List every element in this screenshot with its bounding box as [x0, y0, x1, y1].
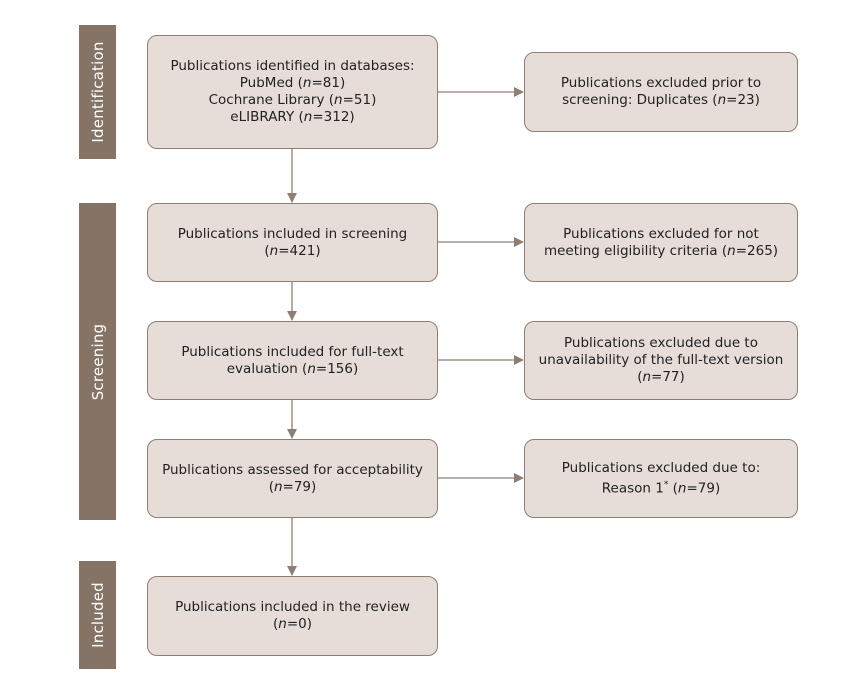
box-acceptability: Publications assessed for acceptability …: [147, 439, 438, 518]
unavailable-line2: unavailability of the full-text version: [538, 352, 784, 368]
stage-band-screening: Screening: [79, 203, 116, 520]
box-reason: Publications excluded due to: Reason 1* …: [524, 439, 798, 518]
identified-elibrary: eLIBRARY (n=312): [230, 109, 355, 125]
unavailable-line1: Publications excluded due to: [564, 335, 758, 351]
fulltext-line1: Publications included for full-text: [181, 343, 404, 360]
box-review: Publications included in the review (n=0…: [147, 576, 438, 656]
acceptability-count: (n=79): [268, 478, 317, 495]
duplicates-line2: screening: Duplicates (n=23): [562, 92, 760, 108]
identified-pubmed: PubMed (n=81): [239, 75, 346, 91]
review-line1: Publications included in the review: [175, 599, 410, 615]
eligibility-line1: Publications excluded for not: [563, 225, 759, 242]
box-identified: Publications identified in databases: Pu…: [147, 35, 438, 149]
review-count: (n=0): [272, 616, 312, 632]
screening-line1: Publications included in screening: [177, 225, 408, 242]
unavailable-count: (n=77): [637, 369, 685, 385]
stage-band-included: Included: [79, 561, 116, 669]
box-eligibility: Publications excluded for not meeting el…: [524, 203, 798, 282]
footnote-mark: *: [663, 479, 669, 490]
acceptability-line1: Publications assessed for acceptability: [162, 461, 423, 478]
box-fulltext: Publications included for full-text eval…: [147, 321, 438, 400]
screening-count: (n=421): [264, 242, 321, 259]
duplicates-line1: Publications excluded prior to: [560, 75, 762, 91]
fulltext-line2: evaluation (n=156): [226, 360, 359, 377]
eligibility-line2: meeting eligibility criteria (n=265): [543, 242, 779, 259]
identified-title: Publications identified in databases:: [170, 58, 415, 74]
box-screening: Publications included in screening (n=42…: [147, 203, 438, 282]
reason-line2: Reason 1* (n=79): [601, 479, 721, 497]
box-unavailable: Publications excluded due to unavailabil…: [524, 321, 798, 400]
box-duplicates: Publications excluded prior to screening…: [524, 52, 798, 132]
stage-band-identification: Identification: [79, 25, 116, 159]
identified-cochrane: Cochrane Library (n=51): [208, 92, 377, 108]
reason-line1: Publications excluded due to:: [561, 459, 761, 476]
